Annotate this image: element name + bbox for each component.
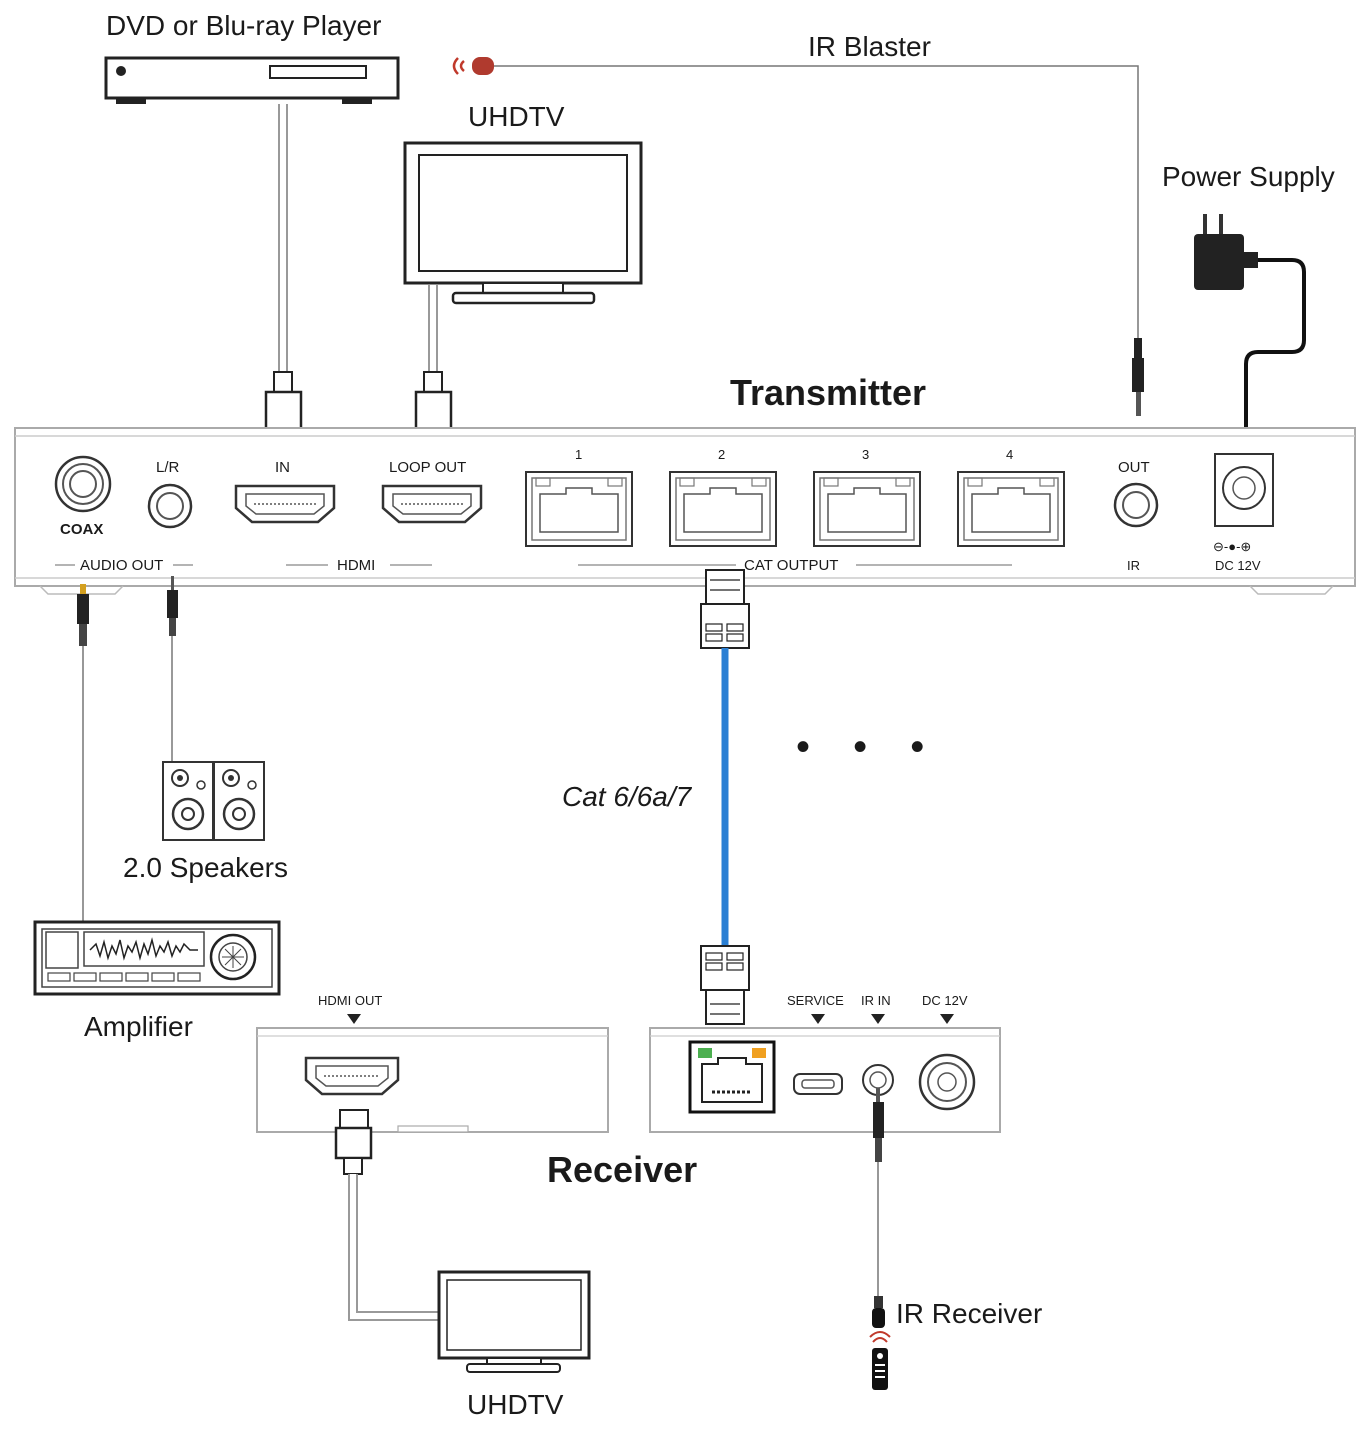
cat-cable-label: Cat 6/6a/7 [562, 781, 693, 812]
transmitter-title: Transmitter [730, 372, 926, 413]
cat-port-3 [813, 471, 921, 547]
coax-label: COAX [60, 521, 103, 538]
loop-out-port [381, 484, 483, 524]
ir-in-arrow [871, 1014, 885, 1024]
cat-port-number: 2 [718, 447, 725, 462]
cat-port-4 [957, 471, 1065, 547]
local-uhdtv [403, 141, 643, 305]
ir-in-label: IR IN [861, 993, 891, 1008]
remote-control-icon [869, 1331, 891, 1390]
remote-uhdtv [437, 1270, 591, 1373]
hdmi-in-port [234, 484, 336, 524]
dc-12v-label: DC 12V [1215, 558, 1261, 573]
hdmi-group-label: HDMI [337, 557, 375, 574]
audio-out-group-label: AUDIO OUT [80, 557, 163, 574]
amplifier [33, 920, 281, 996]
dc-polarity-symbol: ⊖-●-⊕ [1213, 539, 1251, 554]
ir-out-jack [1113, 482, 1159, 528]
hdmi-in-label: IN [275, 459, 290, 476]
cat-port-1 [525, 471, 633, 547]
service-arrow [811, 1014, 825, 1024]
lr-label: L/R [156, 459, 180, 476]
receiver-main-module [649, 1027, 1001, 1133]
power-supply-label: Power Supply [1162, 161, 1335, 192]
loop-out-label: LOOP OUT [389, 459, 466, 476]
coax-jack [54, 455, 112, 513]
hdmi-cable-in [264, 104, 303, 451]
dvd-player [104, 56, 400, 104]
receiver-dc-label: DC 12V [922, 993, 968, 1008]
dc-arrow [940, 1014, 954, 1024]
cat-port-number: 4 [1006, 447, 1013, 462]
coax-audio-cable [77, 584, 89, 922]
hdmi-out-arrow [347, 1014, 361, 1024]
ir-blaster [452, 57, 1144, 416]
ir-receiver-cable [872, 1088, 885, 1328]
dc-power-jack [1214, 453, 1274, 527]
remote-tv-label: UHDTV [467, 1389, 564, 1420]
cat-port-number: 3 [862, 447, 869, 462]
ir-blaster-label: IR Blaster [808, 31, 931, 62]
speakers-label: 2.0 Speakers [123, 852, 288, 883]
receiver-hdmi-module [256, 1027, 609, 1133]
ir-receiver-label: IR Receiver [896, 1298, 1042, 1329]
amplifier-label: Amplifier [84, 1011, 193, 1042]
cat-port-number: 1 [575, 447, 582, 462]
lr-audio-jack [147, 483, 193, 529]
lr-audio-cable [167, 576, 178, 762]
hdmi-cable-out [334, 1109, 440, 1321]
ir-group-label: IR [1127, 558, 1140, 573]
cat-port-2 [669, 471, 777, 547]
speakers [162, 761, 265, 841]
cat-cable [700, 569, 750, 1025]
service-label: SERVICE [787, 993, 844, 1008]
ir-out-label: OUT [1118, 459, 1150, 476]
cat-output-group-label: CAT OUTPUT [744, 557, 838, 574]
continuation-dots: • • • [796, 725, 940, 769]
local-tv-label: UHDTV [468, 101, 565, 132]
hdmi-cable-loop-out [414, 285, 453, 451]
hdmi-out-label: HDMI OUT [318, 993, 382, 1008]
receiver-title: Receiver [547, 1149, 697, 1190]
dvd-player-label: DVD or Blu-ray Player [106, 10, 381, 41]
